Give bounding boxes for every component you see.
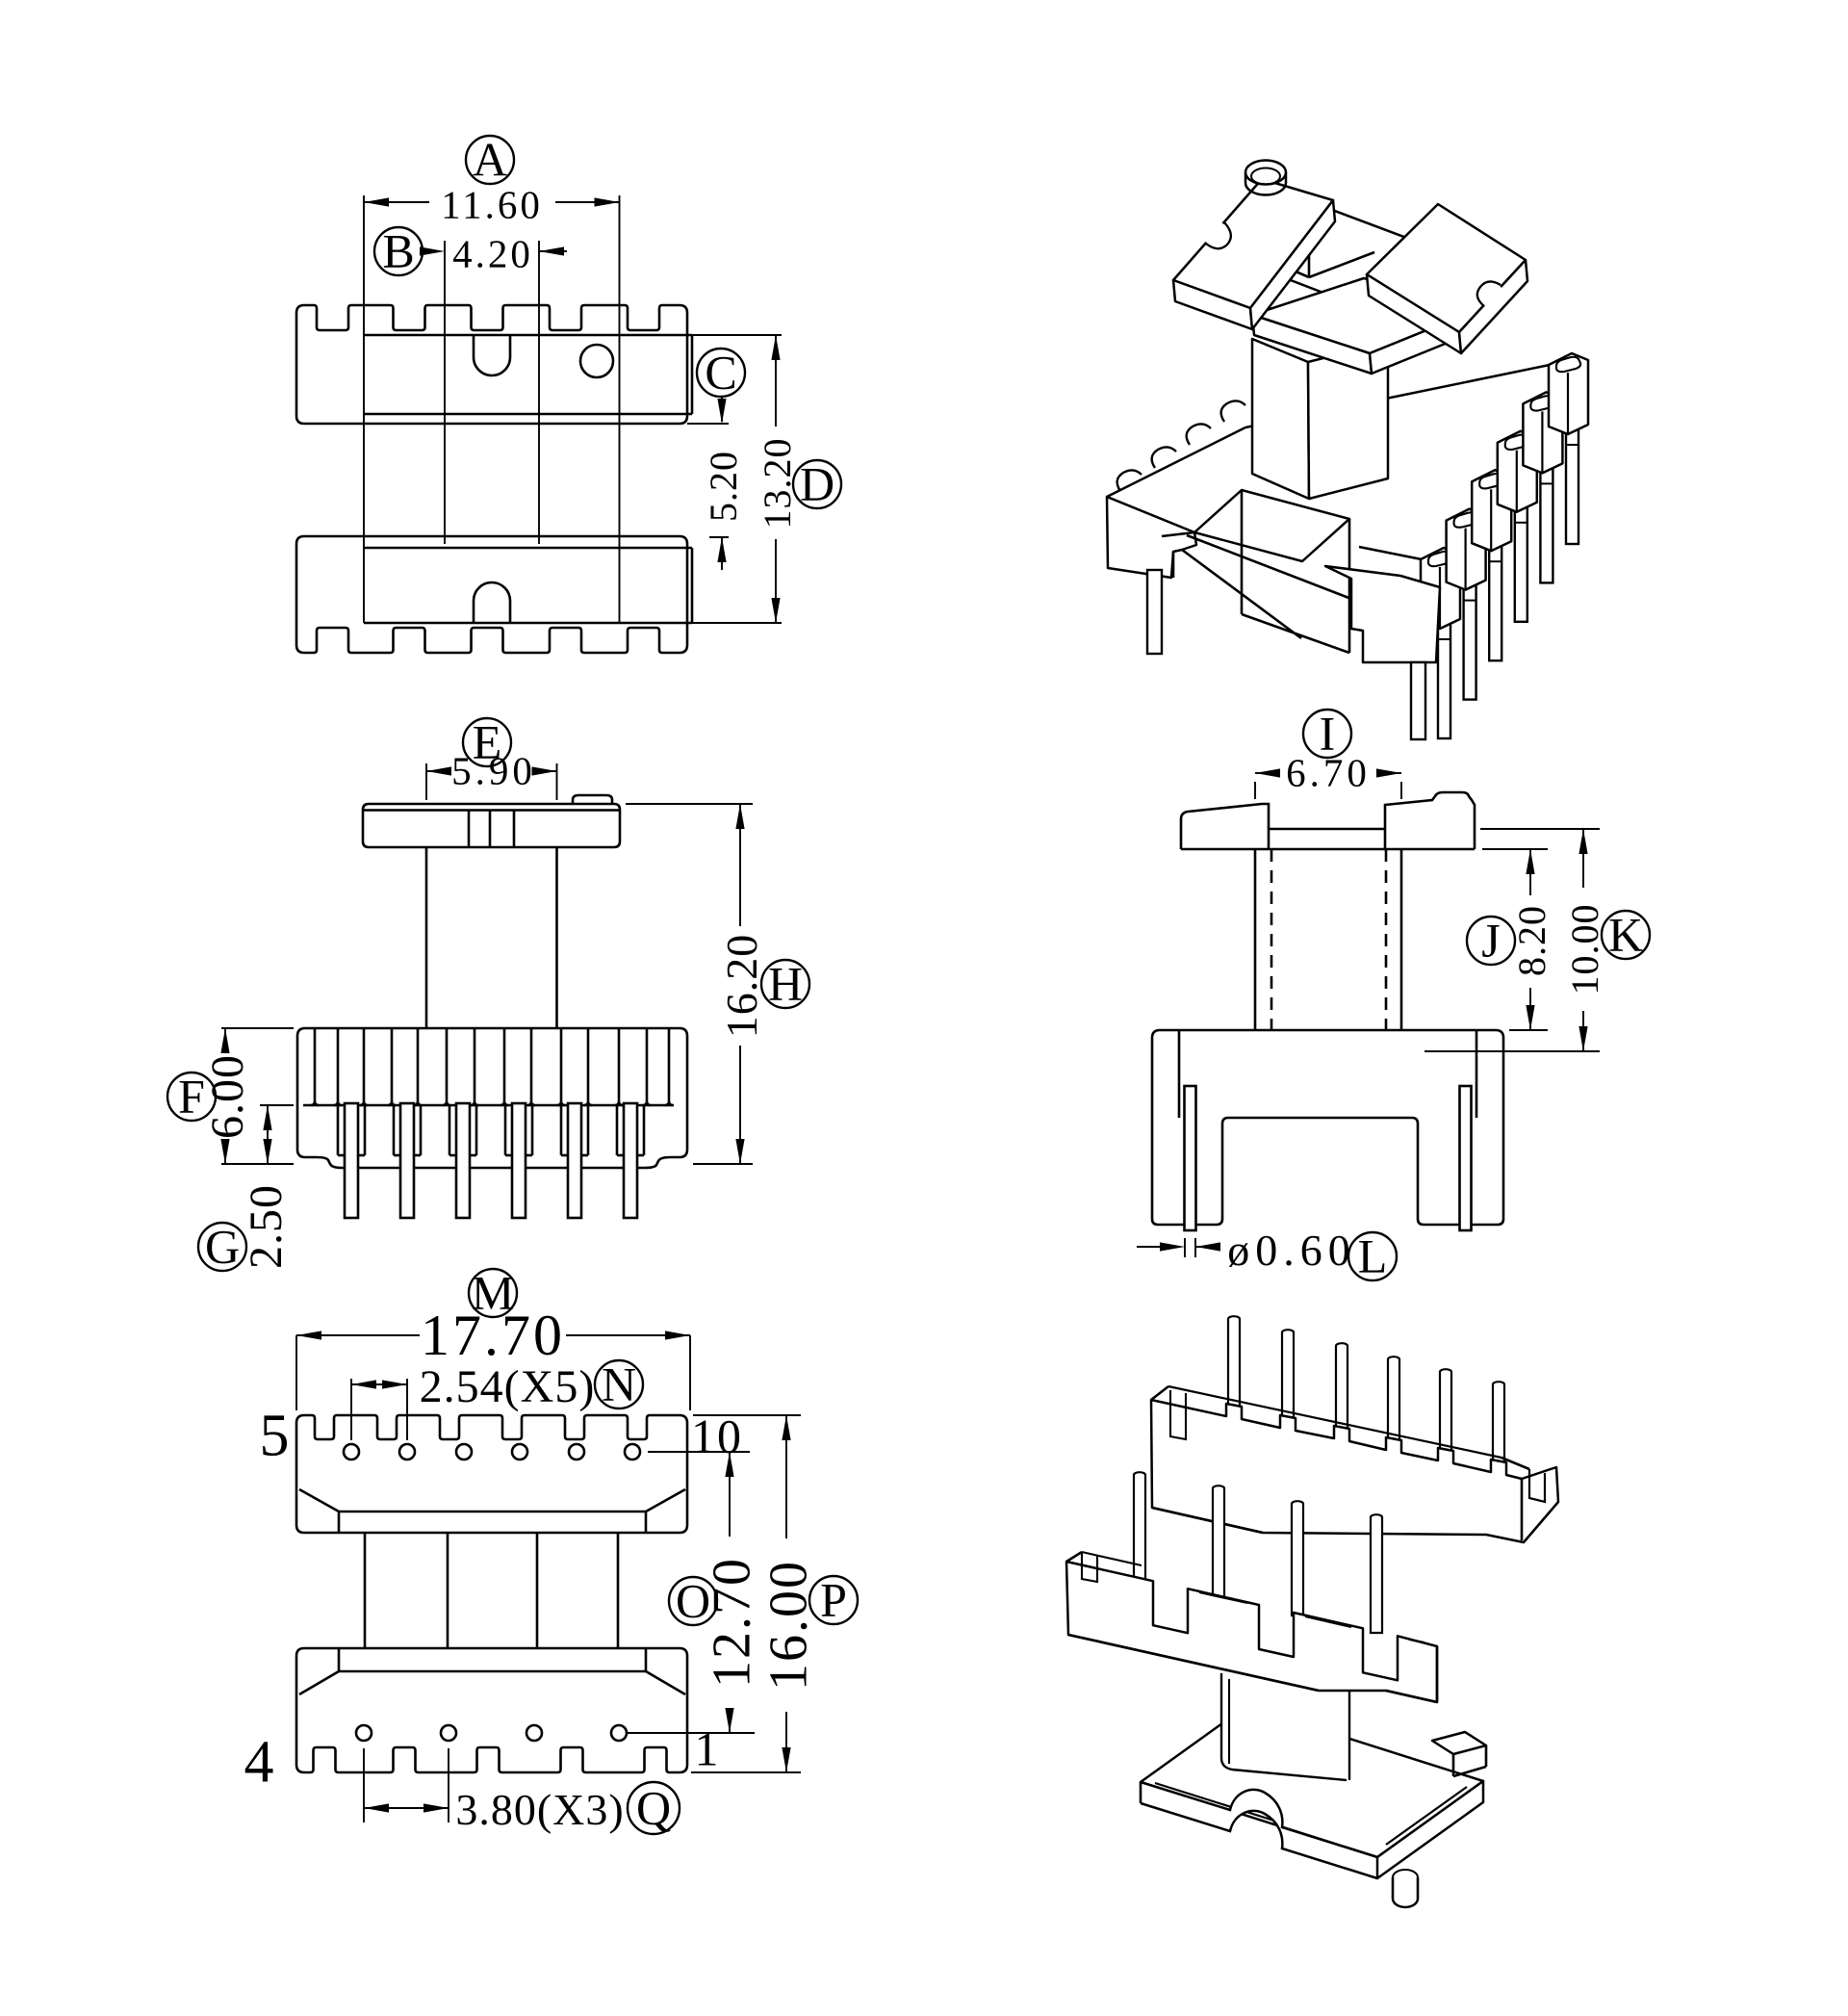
svg-text:J: J [1481,914,1500,968]
svg-text:4.20: 4.20 [452,232,533,276]
svg-text:11.60: 11.60 [441,183,543,227]
svg-text:16.00: 16.00 [759,1560,819,1691]
svg-text:D: D [800,457,834,511]
svg-text:C: C [705,346,736,400]
svg-text:F: F [178,1070,205,1124]
svg-text:16.20: 16.20 [717,934,766,1039]
svg-text:K: K [1608,908,1643,962]
svg-text:H: H [768,957,803,1011]
svg-text:10.00: 10.00 [1563,904,1606,995]
svg-text:2.50: 2.50 [241,1184,292,1269]
svg-text:17.70: 17.70 [421,1304,565,1367]
svg-text:12.70: 12.70 [703,1557,762,1688]
svg-text:4: 4 [244,1730,274,1796]
svg-text:M: M [472,1266,514,1320]
svg-text:13.20: 13.20 [756,438,799,530]
svg-text:5.90: 5.90 [451,749,536,793]
svg-text:O: O [676,1574,710,1628]
svg-text:L: L [1358,1229,1388,1283]
svg-text:10: 10 [691,1409,743,1463]
svg-text:B: B [382,224,414,278]
svg-text:6.00: 6.00 [202,1054,253,1139]
svg-text:G: G [205,1220,240,1274]
svg-text:ø0.60: ø0.60 [1227,1226,1356,1275]
svg-text:2.54(X5): 2.54(X5) [420,1361,596,1412]
svg-text:Q: Q [636,1781,671,1835]
svg-text:I: I [1320,707,1336,761]
svg-text:P: P [820,1573,847,1627]
svg-text:5: 5 [260,1404,290,1469]
svg-text:N: N [602,1357,636,1411]
svg-text:3.80(X3): 3.80(X3) [455,1785,624,1834]
svg-text:A: A [473,133,507,187]
svg-text:1: 1 [695,1722,719,1776]
svg-text:8.20: 8.20 [1510,905,1553,976]
svg-text:E: E [473,715,502,769]
svg-text:5.20: 5.20 [702,451,745,522]
